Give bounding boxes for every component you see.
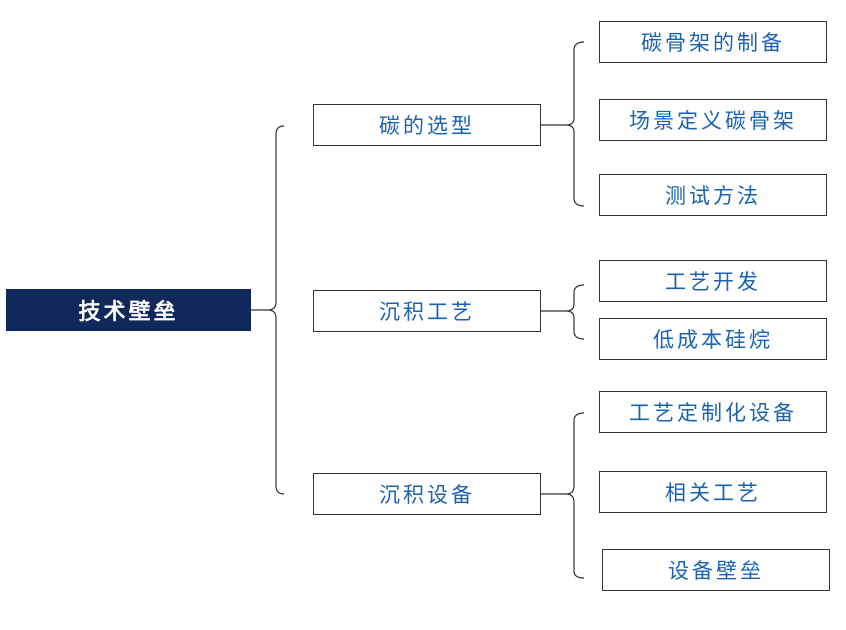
branch-3-bracket bbox=[565, 412, 585, 579]
branch-1-bracket bbox=[565, 41, 585, 207]
leaf-node-carbon-skeleton-prep: 碳骨架的制备 bbox=[599, 21, 827, 63]
leaf-node-test-method: 测试方法 bbox=[599, 174, 827, 216]
root-node: 技术壁垒 bbox=[6, 289, 251, 331]
branch-2-bracket bbox=[565, 284, 585, 340]
leaf-node-process-development: 工艺开发 bbox=[599, 260, 827, 302]
root-bracket bbox=[267, 125, 285, 495]
branch-node-carbon-selection: 碳的选型 bbox=[313, 104, 541, 146]
leaf-node-custom-process-equipment: 工艺定制化设备 bbox=[599, 391, 827, 433]
branch-node-deposition-process: 沉积工艺 bbox=[313, 290, 541, 332]
leaf-node-scenario-carbon-skeleton: 场景定义碳骨架 bbox=[599, 99, 827, 141]
branch-node-deposition-equipment: 沉积设备 bbox=[313, 473, 541, 515]
leaf-node-low-cost-silane: 低成本硅烷 bbox=[599, 318, 827, 360]
leaf-node-related-process: 相关工艺 bbox=[599, 471, 827, 513]
leaf-node-equipment-barrier: 设备壁垒 bbox=[602, 549, 830, 591]
